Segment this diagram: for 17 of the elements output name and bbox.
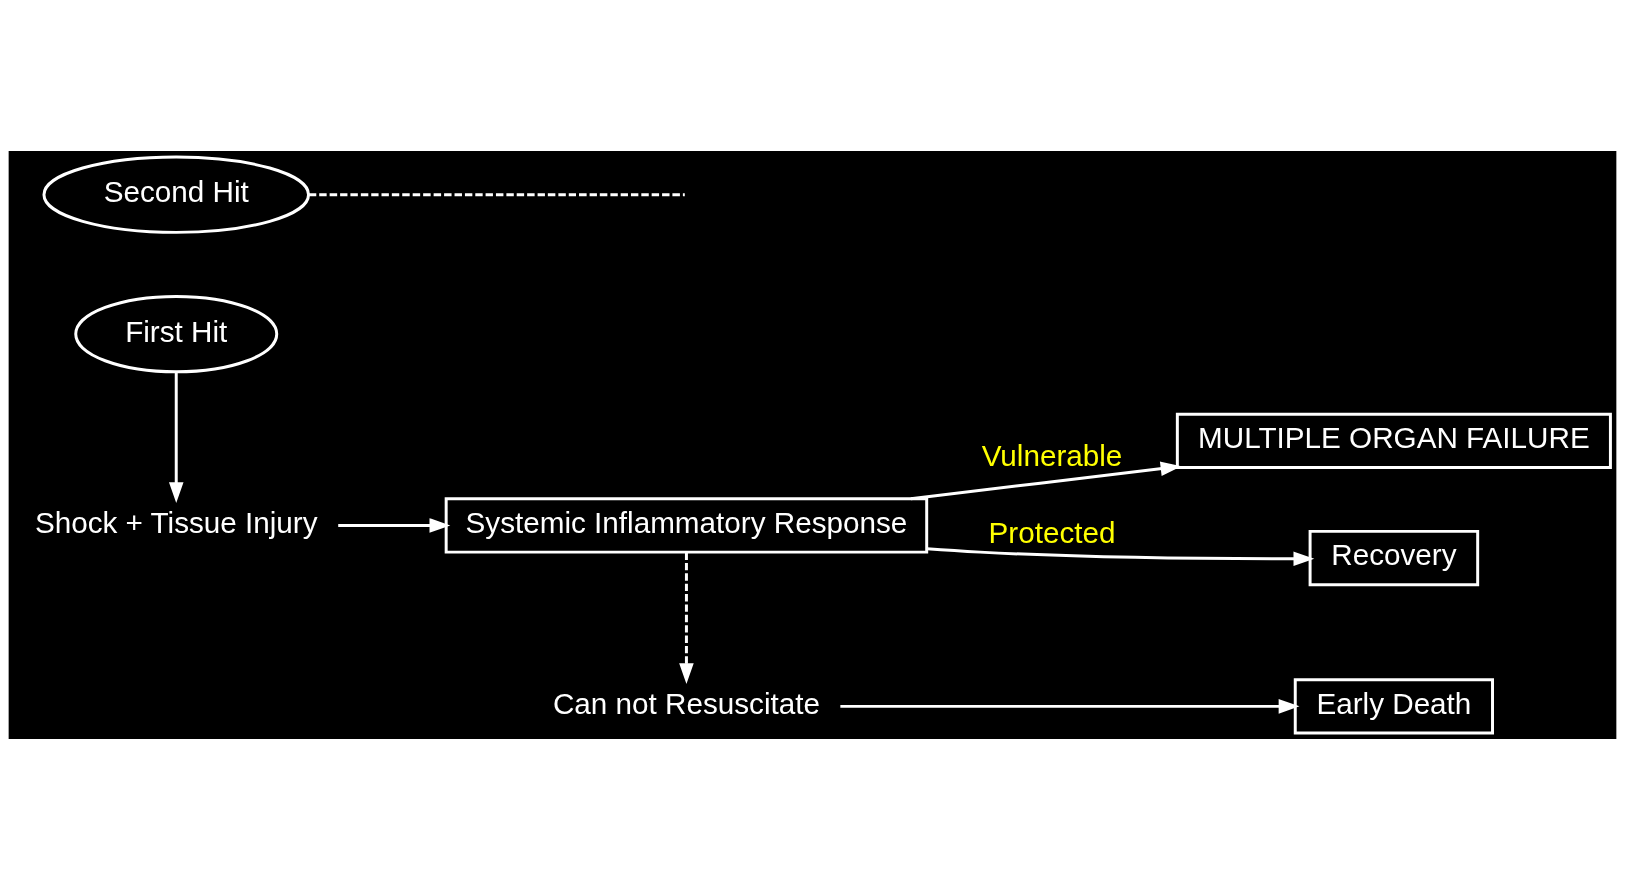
connector: [309, 192, 685, 196]
node-text: Shock + Tissue Injury: [34, 505, 318, 539]
arrow: [168, 371, 184, 503]
arrow: [840, 698, 1300, 714]
edge-label: Protected: [988, 515, 1116, 549]
arrow: [338, 517, 451, 533]
node-ellipse: First Hit: [74, 294, 279, 373]
arrow: [679, 552, 694, 684]
node-ellipse: Second Hit: [42, 155, 310, 234]
arrow: [910, 460, 1182, 500]
node-box: MULTIPLE ORGAN FAILURE: [1175, 412, 1612, 469]
node-text: Can not Resuscitate: [552, 686, 820, 720]
arrow: [926, 546, 1315, 566]
node-box: Early Death: [1293, 677, 1494, 735]
edge-label: Vulnerable: [981, 438, 1123, 472]
node-box: Recovery: [1308, 529, 1480, 586]
node-box: Systemic Inflammatory Response: [444, 496, 929, 554]
